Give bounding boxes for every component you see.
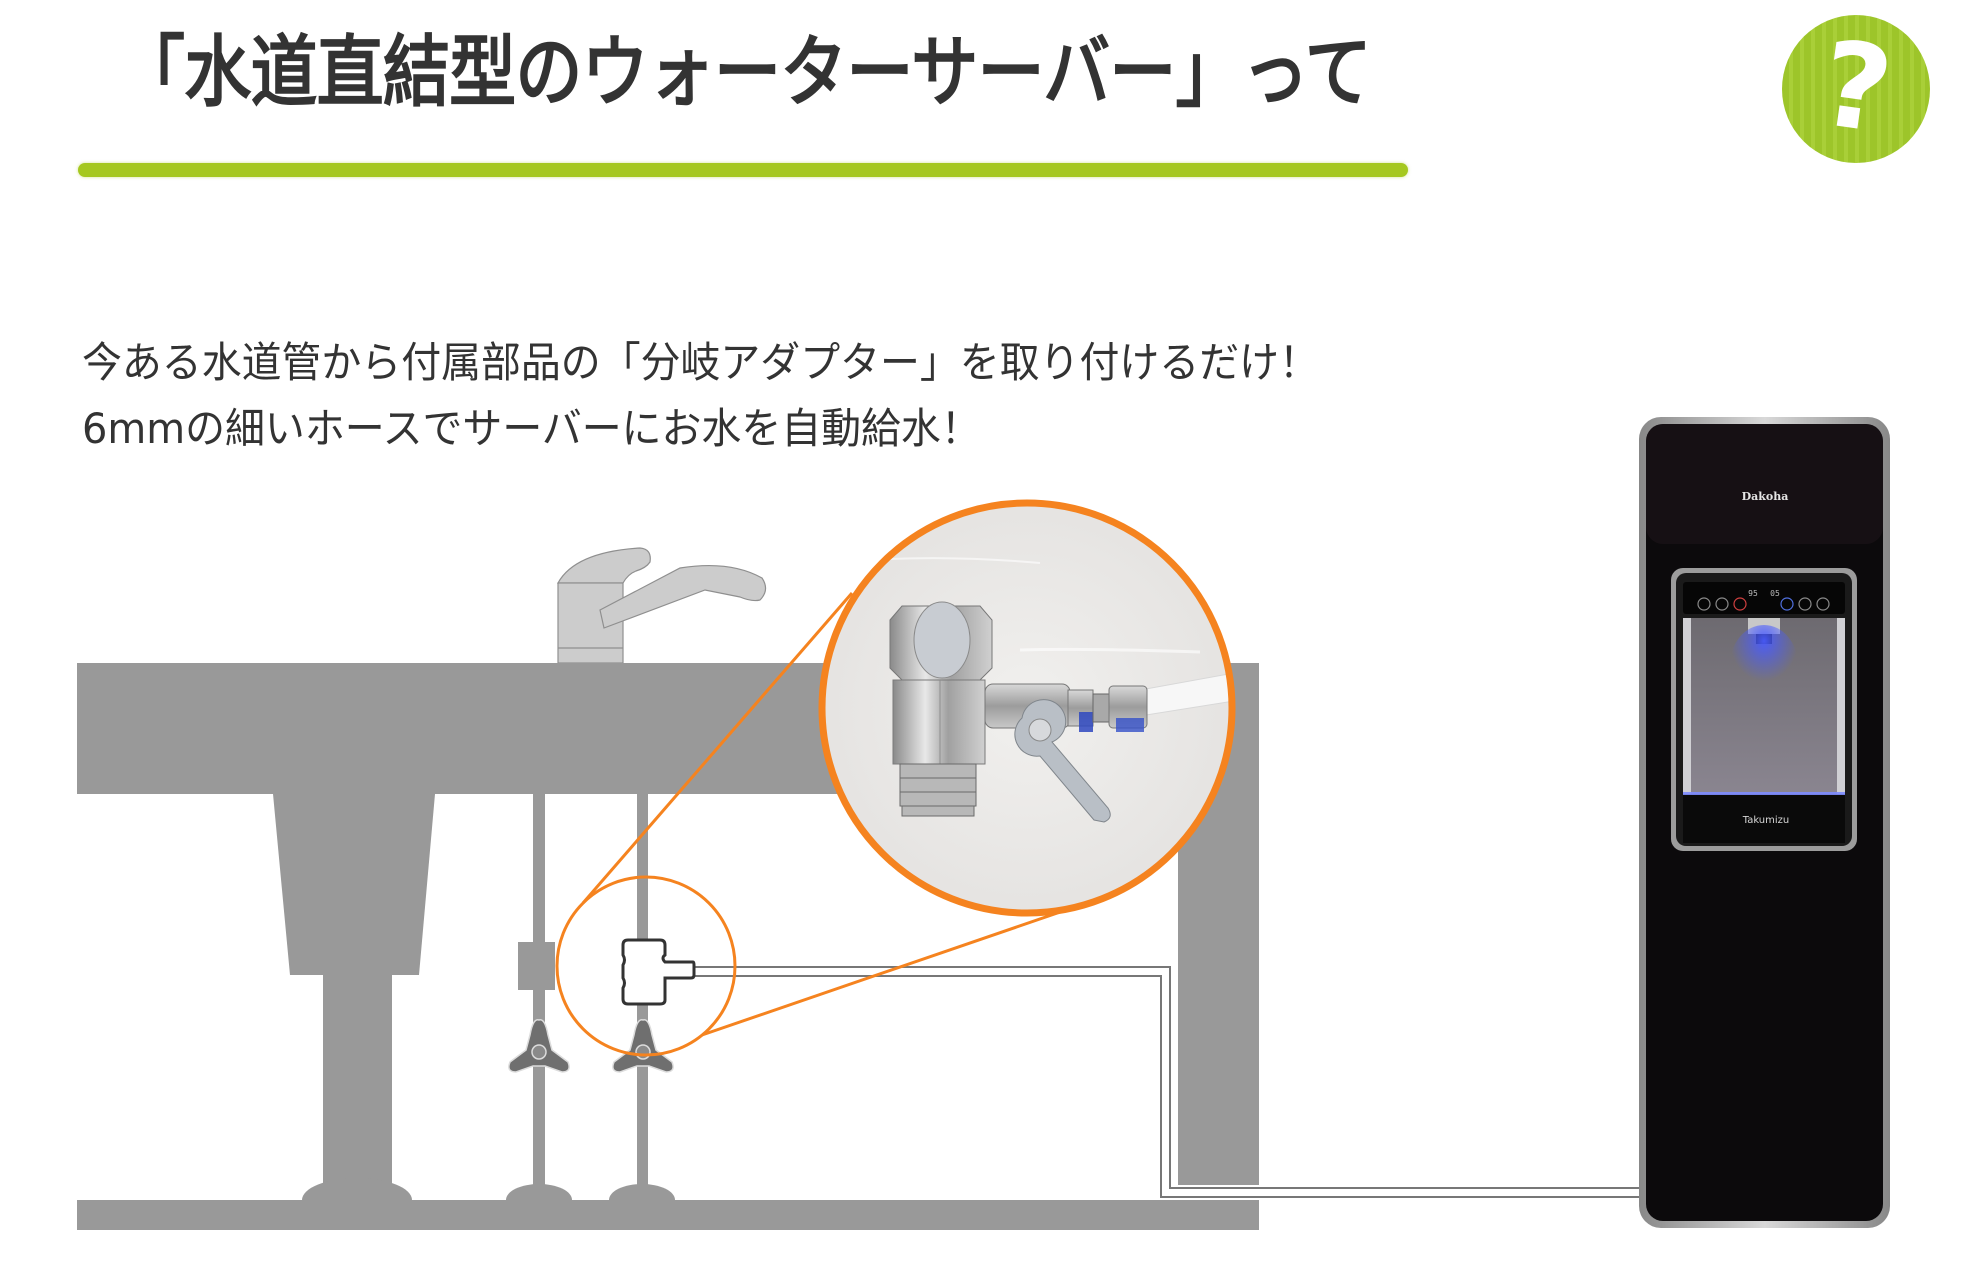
question-mark-icon: ? [1782, 14, 1930, 163]
sink-bowl [273, 794, 435, 975]
floor [77, 1200, 1259, 1230]
title-underline [78, 163, 1408, 177]
temp-display-left: 95 [1748, 589, 1758, 598]
supply-hose [693, 966, 1642, 1198]
stop-valve-icon [612, 1019, 674, 1073]
intro-line-1: 今ある水道管から付属部品の「分岐アダプター」を取り付けるだけ！ [82, 338, 1319, 387]
water-server: Dakoha 95 05 Takumizu [1639, 417, 1890, 1228]
hot-water-pipe [533, 794, 545, 1200]
zoom-callout [555, 592, 1105, 1057]
server-sub-logo: Takumizu [1742, 815, 1790, 826]
pipe-fitting [518, 942, 555, 990]
temp-display-right: 05 [1770, 589, 1780, 598]
server-brand-logo: Dakoha [1742, 490, 1789, 503]
adapter-closeup [818, 499, 1236, 917]
branch-adapter-icon [621, 938, 696, 1006]
drain-pipe [323, 975, 392, 1200]
control-panel [1683, 582, 1845, 614]
intro-line-2: 6mmの細いホースでサーバーにお水を自動給水！ [82, 404, 981, 453]
intro-text: 今ある水道管から付属部品の「分岐アダプター」を取り付けるだけ！ 6mmの細いホー… [82, 330, 1384, 462]
stop-valve-icon [508, 1019, 570, 1073]
faucet-icon [556, 547, 767, 664]
page-title: 「水道直結型のウォーターサーバー」って [118, 28, 1372, 118]
cabinet-side-wall [1178, 794, 1259, 1185]
